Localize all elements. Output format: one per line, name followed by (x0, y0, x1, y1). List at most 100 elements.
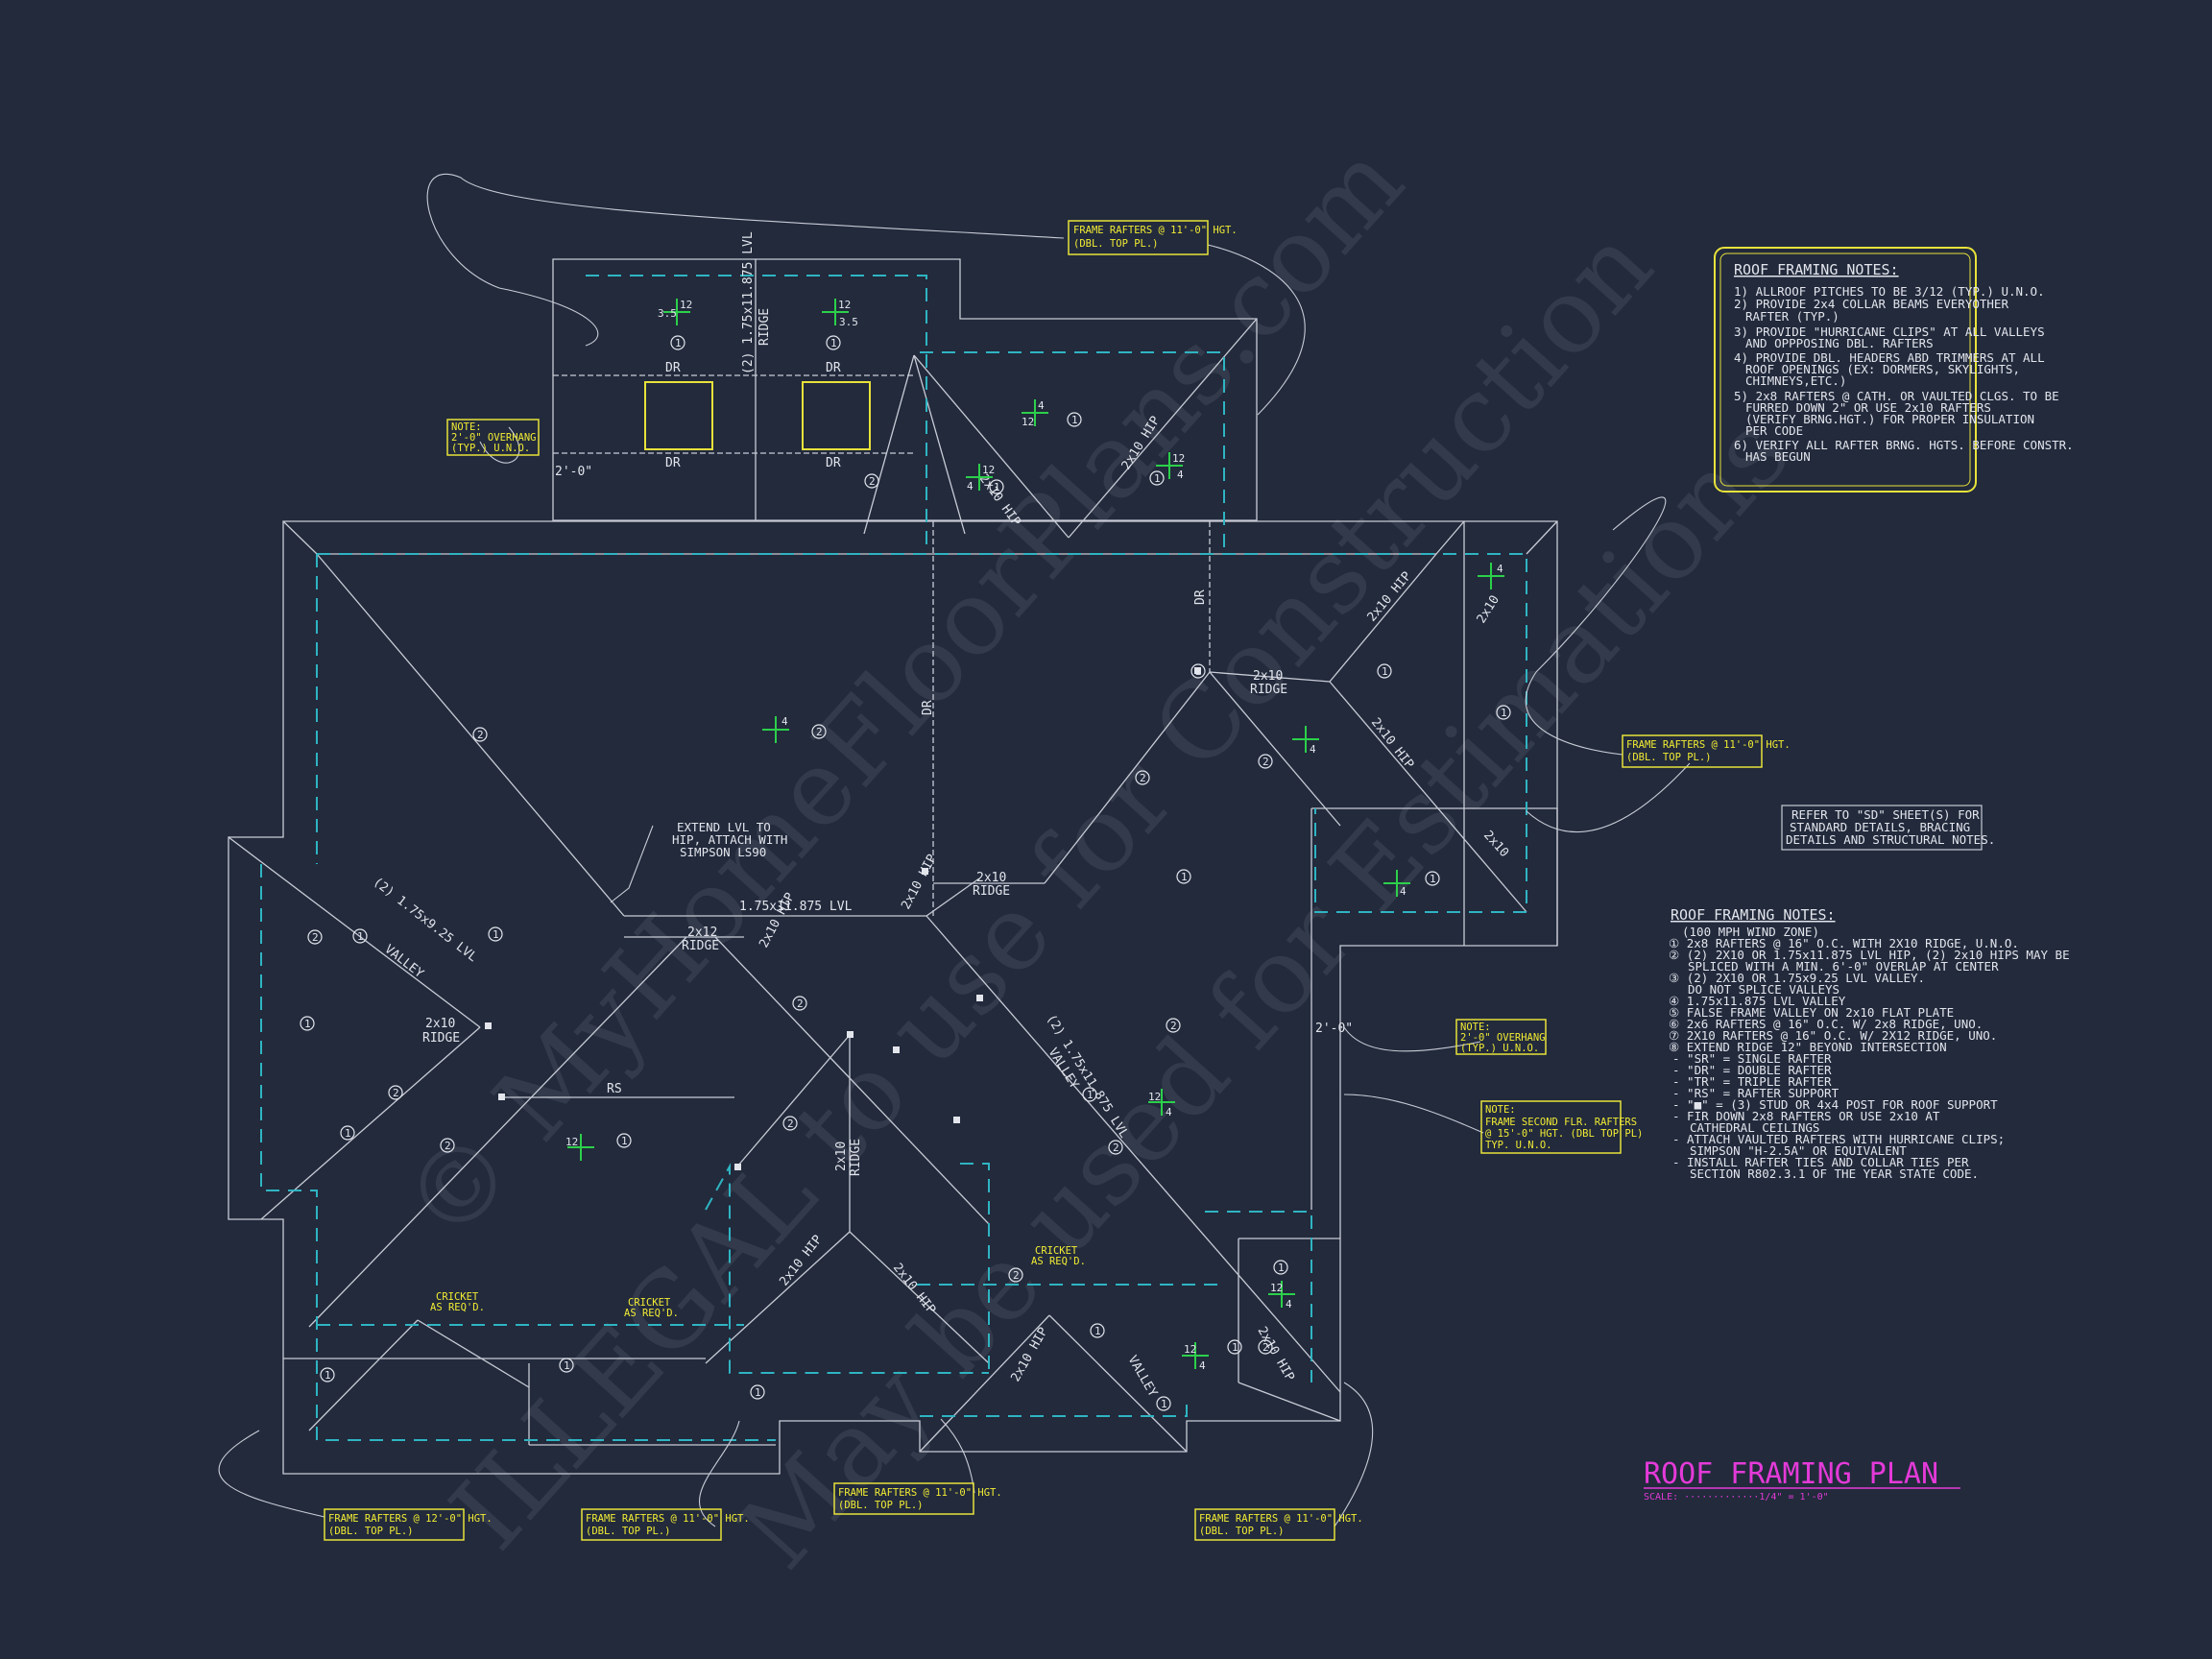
svg-text:(DBL. TOP PL.): (DBL. TOP PL.) (328, 1526, 414, 1537)
leader-bl (218, 1430, 325, 1518)
right-wing-corner (1526, 520, 1558, 555)
leader-top (426, 173, 1065, 347)
svg-text:4: 4 (1400, 885, 1407, 898)
svg-text:FRAME RAFTERS @ 11'-0" HGT.: FRAME RAFTERS @ 11'-0" HGT. (838, 1487, 1002, 1499)
svg-text:2: 2 (393, 1087, 399, 1099)
overhang-dim-1: 2'-0" (555, 465, 592, 479)
callout-cricket-2: CRICKET AS REQ'D. (624, 1297, 679, 1319)
leader-b2 (699, 1420, 740, 1527)
svg-text:(DBL. TOP PL.): (DBL. TOP PL.) (1199, 1526, 1285, 1537)
label-upper-lvl-ridge: (2) 1.75x11.875 LVL (741, 231, 756, 374)
svg-text:@ 15'-0" HGT. (DBL TOP PL): @ 15'-0" HGT. (DBL TOP PL) (1485, 1128, 1643, 1140)
left-hip-lower (308, 936, 687, 1328)
svg-text:1: 1 (1154, 472, 1161, 485)
notes-box-title: ROOF FRAMING NOTES: (1734, 261, 1899, 278)
svg-text:FRAME RAFTERS @ 11'-0" HGT.: FRAME RAFTERS @ 11'-0" HGT. (1073, 225, 1238, 236)
leader-overhang-right (1343, 1026, 1481, 1052)
svg-text:NOTE:: NOTE: (451, 421, 482, 433)
callout-cricket-1: CRICKET AS REQ'D. (430, 1291, 485, 1313)
skylight-2 (802, 381, 871, 450)
leader-right-2 (1526, 762, 1691, 833)
svg-text:12: 12 (1148, 1091, 1161, 1103)
svg-text:AS REQ'D.: AS REQ'D. (624, 1308, 679, 1319)
svg-text:CRICKET: CRICKET (628, 1297, 671, 1309)
pitch-12: 124 (1268, 1281, 1295, 1310)
notes-list: ROOF FRAMING NOTES: (100 MPH WIND ZONE) … (1669, 906, 2070, 1181)
plate-left-wing (260, 864, 776, 1441)
svg-text:AS REQ'D.: AS REQ'D. (1031, 1256, 1086, 1267)
svg-text:4: 4 (1286, 1298, 1292, 1310)
upper-hip-right (1068, 318, 1258, 539)
svg-text:4: 4 (1177, 469, 1184, 481)
leader-second-flr (1343, 1094, 1484, 1134)
label-extend-2: HIP, ATTACH WITH (672, 832, 787, 847)
label-dr-vert-1: DR (1193, 589, 1208, 605)
post (976, 995, 983, 1001)
pitch-2: 123.5 (822, 299, 858, 328)
plate-lower-center (705, 1163, 989, 1374)
svg-text:DO NOT SPLICE VALLEYS: DO NOT SPLICE VALLEYS (1688, 982, 1839, 997)
svg-text:4: 4 (1199, 1359, 1206, 1372)
svg-text:4: 4 (1038, 399, 1045, 412)
svg-text:2'-0" OVERHANG: 2'-0" OVERHANG (1460, 1032, 1546, 1044)
notes-box: ROOF FRAMING NOTES: 1) ALLROOF PITCHES T… (1714, 247, 2074, 493)
leader-b4 (1334, 1382, 1374, 1527)
svg-text:4: 4 (1310, 743, 1316, 756)
callout-overhang-left: NOTE: 2'-0" OVERHANG (TYP.) U.N.O. (446, 419, 540, 456)
svg-text:1: 1 (1232, 1341, 1238, 1354)
hip-right-upper (1329, 553, 1437, 683)
svg-text:FRAME RAFTERS @ 12'-0" HGT.: FRAME RAFTERS @ 12'-0" HGT. (328, 1513, 493, 1525)
post (498, 1094, 505, 1100)
pitch-13: 124 (1182, 1342, 1209, 1372)
svg-text:REFER TO "SD" SHEET(S) FOR: REFER TO "SD" SHEET(S) FOR (1791, 807, 1980, 822)
svg-text:1: 1 (304, 1018, 311, 1030)
svg-text:1: 1 (1071, 414, 1078, 426)
svg-text:2'-0" OVERHANG: 2'-0" OVERHANG (451, 432, 537, 444)
svg-text:4: 4 (1497, 563, 1503, 575)
svg-text:⑧ EXTEND RIDGE 12" BEYOND INTE: ⑧ EXTEND RIDGE 12" BEYOND INTERSECTION (1669, 1040, 1947, 1054)
svg-text:HAS BEGUN: HAS BEGUN (1745, 449, 1811, 464)
svg-text:1: 1 (1181, 871, 1188, 883)
label-dr-3: DR (665, 456, 681, 470)
lower-hip-c (849, 1231, 990, 1364)
left-wing-hip (260, 1026, 481, 1220)
main-hip-1 (316, 553, 625, 917)
svg-text:FRAME RAFTERS @ 11'-0" HGT.: FRAME RAFTERS @ 11'-0" HGT. (1199, 1513, 1363, 1525)
label-ridge-2x12: RIDGE (682, 939, 719, 953)
extend-leader (610, 825, 654, 903)
svg-text:12: 12 (1022, 416, 1034, 428)
svg-text:(TYP.) U.N.O.: (TYP.) U.N.O. (1460, 1043, 1539, 1054)
svg-text:(VERIFY BRNG.HGT.) FOR PROPER: (VERIFY BRNG.HGT.) FOR PROPER INSULATION (1745, 412, 2034, 426)
svg-text:4: 4 (1166, 1106, 1172, 1118)
pitch-3: 4 12 (1022, 399, 1048, 428)
refer-note: REFER TO "SD" SHEET(S) FOR STANDARD DETA… (1781, 805, 1995, 851)
svg-text:NOTE:: NOTE: (1460, 1022, 1491, 1033)
svg-text:3) PROVIDE "HURRICANE CLIPS" A: 3) PROVIDE "HURRICANE CLIPS" AT ALL VALL… (1734, 325, 2045, 339)
svg-text:STANDARD DETAILS, BRACING: STANDARD DETAILS, BRACING (1790, 820, 1970, 834)
svg-text:⑤ FALSE FRAME VALLEY ON 2x10 F: ⑤ FALSE FRAME VALLEY ON 2x10 FLAT PLATE (1669, 1005, 1954, 1020)
svg-text:CHIMNEYS,ETC.): CHIMNEYS,ETC.) (1745, 373, 1846, 388)
svg-text:CRICKET: CRICKET (1035, 1245, 1078, 1257)
svg-text:2: 2 (869, 475, 876, 488)
label-extend-3: SIMPSON LS90 (680, 845, 766, 859)
svg-text:(DBL. TOP PL.): (DBL. TOP PL.) (838, 1500, 924, 1511)
leader-overhang-left (479, 426, 520, 464)
svg-text:1: 1 (1161, 1398, 1167, 1410)
post (847, 1031, 854, 1038)
lower-hip-g (1048, 1314, 1188, 1453)
callout-second-flr: NOTE: FRAME SECOND FLR. RAFTERS @ 15'-0"… (1480, 1100, 1643, 1154)
svg-text:① 2x8 RAFTERS @ 16" O.C. WITH: ① 2x8 RAFTERS @ 16" O.C. WITH 2X10 RIDGE… (1669, 936, 2019, 950)
leader-top-2 (1207, 244, 1306, 416)
svg-text:2: 2 (1140, 772, 1146, 784)
hip-mid-right (1044, 671, 1211, 884)
hip-right-lower (1329, 681, 1527, 913)
posts (485, 667, 1201, 1170)
svg-text:⑥ 2x6 RAFTERS @ 16" O.C. W/ 2x: ⑥ 2x6 RAFTERS @ 16" O.C. W/ 2x8 RIDGE, U… (1669, 1017, 1983, 1031)
svg-text:⑦ 2X10 RAFTERS @ 16" O.C. W/ 2: ⑦ 2X10 RAFTERS @ 16" O.C. W/ 2X12 RIDGE,… (1669, 1028, 1997, 1043)
label-dr-vert-2: DR (921, 700, 935, 715)
hip-right-inner (1209, 671, 1341, 827)
svg-text:12: 12 (565, 1136, 578, 1148)
svg-text:3.5: 3.5 (839, 316, 858, 328)
svg-text:4: 4 (781, 715, 788, 728)
pitch-5: 124 (1156, 452, 1185, 481)
